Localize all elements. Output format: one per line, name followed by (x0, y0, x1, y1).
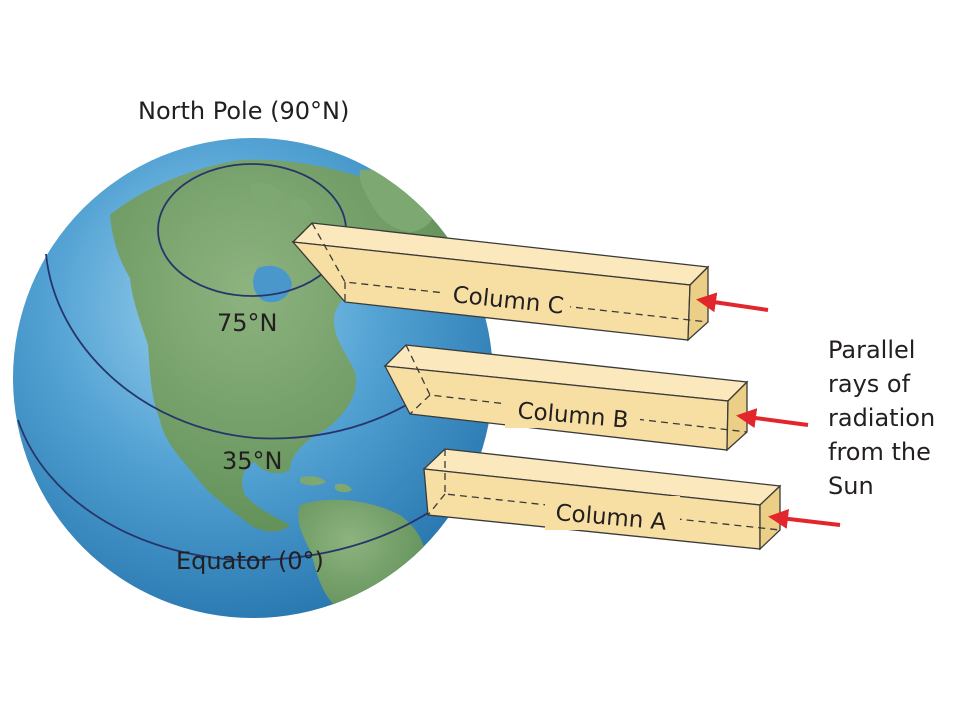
equator-line (17, 419, 441, 561)
arctic-islands (214, 183, 312, 218)
sun-rays (696, 292, 841, 529)
column-a: Column A (422, 448, 782, 551)
red-arrow-icon (696, 292, 769, 313)
latitude-75n-label: 75°N (217, 309, 278, 337)
latitude-35n-label: 35°N (222, 447, 283, 475)
rays-caption-line: Sun (828, 472, 874, 500)
red-arrow-icon (736, 408, 809, 429)
north-pole-label: North Pole (90°N) (138, 97, 349, 125)
rays-caption-line: radiation (828, 404, 935, 432)
rays-caption-line: Parallel (828, 336, 915, 364)
rays-caption: Parallel rays of radiation from the Sun (828, 336, 935, 500)
rays-caption-line: from the (828, 438, 931, 466)
column-c: Column C (291, 222, 710, 342)
rays-caption-line: rays of (828, 370, 911, 398)
equator-label: Equator (0°) (176, 547, 324, 575)
column-c-hidden-edges (292, 222, 709, 323)
latitude-line-35n (45, 253, 456, 440)
column-b-hidden-edges (405, 344, 748, 433)
red-arrow-icon (768, 508, 841, 529)
caribbean-islands (300, 476, 352, 493)
